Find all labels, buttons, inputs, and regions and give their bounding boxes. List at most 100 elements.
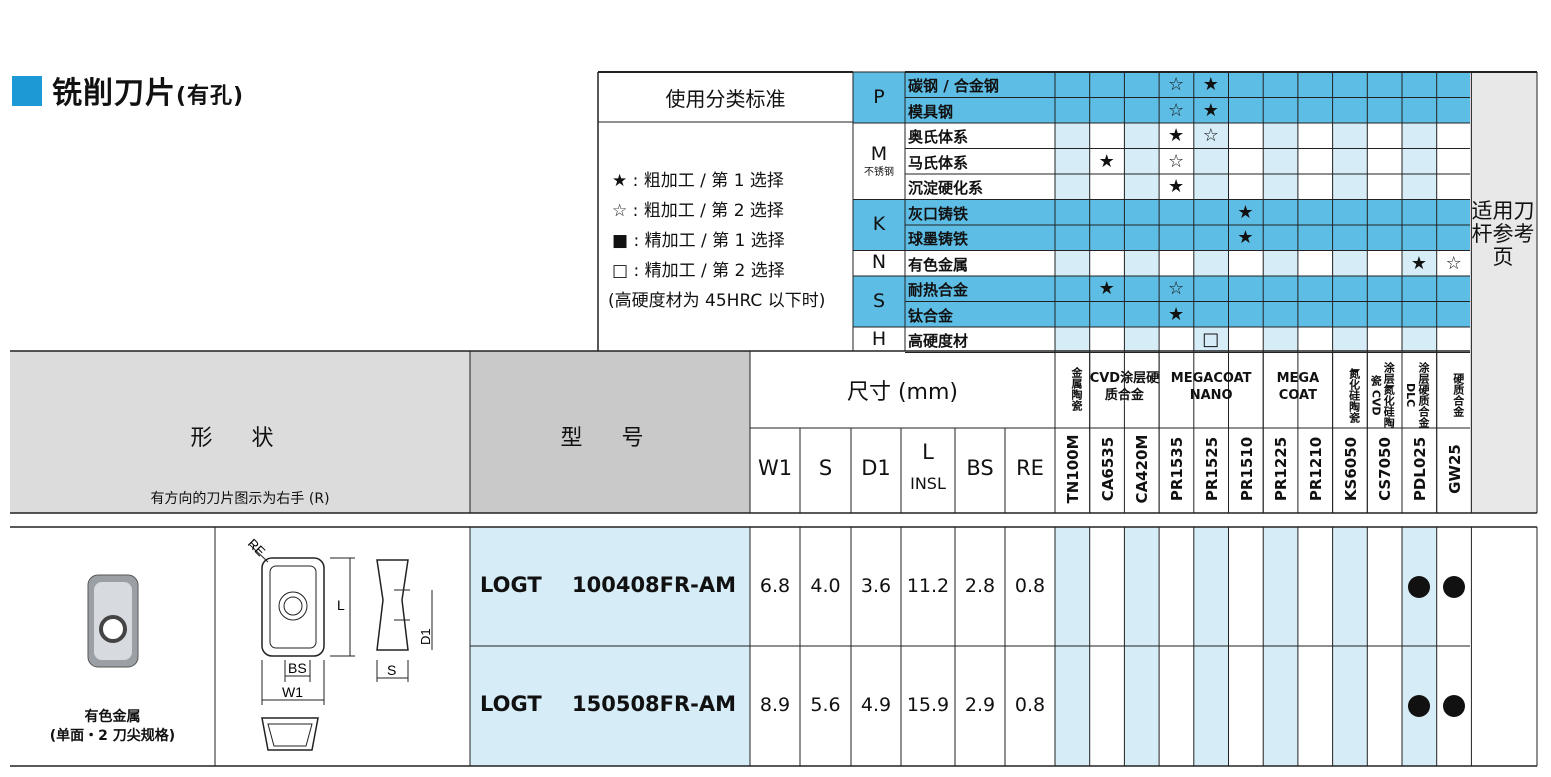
grade-mark: ★ [1410, 252, 1428, 274]
material-name: 奥氏体系 [908, 128, 969, 146]
available-dot [1408, 575, 1430, 598]
iso-class-code: S [872, 289, 886, 312]
dim-value: 11.2 [906, 574, 950, 597]
grade-mark: ☆ [1168, 99, 1185, 121]
dim-col-header: BS [966, 456, 994, 480]
dim-col-header: W1 [757, 456, 793, 480]
dim-value: 5.6 [810, 693, 841, 716]
grade-group-label: 涂层氮化硅陶瓷 CVD [1369, 362, 1396, 428]
iso-class-code: H [871, 327, 887, 350]
legend-line: ■ : 精加工 / 第 1 选择 [612, 231, 785, 251]
model-number: 150508FR-AM [572, 691, 737, 716]
grade-mark: ★ [1202, 99, 1219, 121]
l-label: L [337, 597, 345, 613]
grade-mark: ★ [1237, 227, 1254, 248]
shape-caption: 有色金属 (单面・2 刀尖规格) [10, 708, 215, 746]
grade-code: CA6535 [1098, 436, 1117, 502]
s-label: S [387, 662, 396, 678]
grade-mark: ☆ [1168, 150, 1185, 172]
grade-code: CA420M [1133, 434, 1152, 504]
usage-legend: ★ : 粗加工 / 第 1 选择 ☆ : 粗加工 / 第 2 选择 ■ : 精加… [598, 122, 853, 351]
grade-group-label: 金属陶瓷 [1070, 367, 1083, 411]
grade-mark: ☆ [1202, 125, 1219, 146]
grade-code: GW25 [1445, 444, 1464, 494]
dim-value: 0.8 [1014, 574, 1046, 597]
grade-group-label: MEGA COAT [1276, 371, 1320, 403]
insert-photo [87, 574, 139, 668]
dim-value: 3.6 [860, 574, 892, 597]
title-marker-square [12, 76, 42, 106]
shape-caption-line: 有色金属 [84, 709, 141, 725]
grade-mark: ☆ [1445, 252, 1462, 274]
dim-value: 4.0 [810, 574, 841, 597]
grade-mark: ★ [1168, 176, 1185, 197]
grade-mark: ★ [1098, 278, 1115, 299]
material-name: 球墨铸铁 [908, 230, 969, 248]
grade-mark: ★ [1098, 150, 1115, 172]
usage-standard-heading: 使用分类标准 [665, 86, 786, 111]
material-name: 耐热合金 [908, 281, 969, 299]
grade-mark: ☆ [1168, 74, 1185, 95]
w1-label: W1 [282, 684, 303, 700]
d1-label: D1 [418, 628, 433, 645]
dim-value: 15.9 [906, 693, 950, 716]
material-name: 高硬度材 [908, 332, 969, 350]
grade-mark: ☆ [1168, 278, 1185, 299]
shape-heading: 形 状 [190, 426, 290, 451]
grade-code: PR1525 [1202, 436, 1221, 502]
dim-value: 4.9 [860, 693, 892, 716]
grade-mark: ★ [1237, 201, 1254, 223]
grade-code: PDL025 [1411, 436, 1429, 502]
material-name: 灰口铸铁 [908, 204, 969, 223]
iso-class-code: N [871, 251, 887, 274]
dim-value: 6.8 [759, 574, 791, 597]
dimensions-heading: 尺寸 (mm) [846, 380, 959, 405]
grade-mark: □ [1202, 329, 1220, 350]
grade-mark: ★ [1168, 125, 1185, 146]
holder-reference-heading: 适用刀杆参考页 [1471, 199, 1535, 269]
grade-code: PR1225 [1272, 436, 1291, 502]
legend-line: (高硬度材为 45HRC 以下时) [608, 291, 826, 311]
page-title: 铣削刀片(有孔) [52, 76, 245, 111]
model-prefix: LOGT [480, 572, 542, 597]
grade-code: KS6050 [1341, 436, 1360, 502]
grade-code: PR1510 [1237, 436, 1256, 502]
dim-col-header: L [922, 440, 934, 464]
grade-group-label: 涂层硬质合金 DLC [1404, 362, 1430, 428]
material-name: 有色金属 [908, 255, 969, 274]
dim-value: 2.8 [964, 574, 996, 597]
dim-col-header: S [818, 456, 833, 480]
dim-col-header: D1 [861, 456, 891, 480]
model-number: 100408FR-AM [572, 572, 737, 597]
grade-group-label: 硬质合金 [1451, 373, 1465, 417]
re-label: RE [245, 536, 269, 560]
available-dot [1442, 694, 1465, 717]
dim-value: 2.9 [964, 693, 996, 716]
dim-value: 8.9 [759, 693, 791, 716]
shape-note: 有方向的刀片图示为右手 (R) [150, 491, 330, 507]
grade-code: TN100M [1064, 434, 1082, 504]
dim-col-sub: INSL [910, 474, 946, 493]
legend-line: □ : 精加工 / 第 2 选择 [612, 261, 785, 281]
grade-code: CS7050 [1376, 437, 1395, 501]
legend-line: ★ : 粗加工 / 第 1 选择 [612, 171, 784, 191]
material-name: 模具钢 [908, 102, 954, 121]
dim-value: 0.8 [1014, 693, 1046, 716]
available-dot [1442, 575, 1465, 598]
material-name: 钛合金 [908, 306, 954, 325]
insert-drawing: RE L BS W1 S D1 [87, 536, 433, 751]
grade-code: PR1210 [1306, 436, 1325, 502]
material-name: 碳钢 / 合金钢 [908, 77, 999, 95]
material-name: 马氏体系 [908, 153, 969, 172]
dim-col-header: RE [1016, 456, 1044, 480]
grade-mark: ★ [1168, 303, 1185, 325]
material-name: 沉淀硬化系 [908, 179, 984, 197]
grade-mark: ★ [1202, 74, 1219, 95]
shape-caption-line: (单面・2 刀尖规格) [49, 728, 176, 744]
grade-group-label: MEGACOAT NANO [1170, 371, 1252, 403]
iso-class-sub: 不锈钢 [864, 167, 894, 179]
bs-label: BS [288, 660, 307, 676]
grade-group-label: CVD涂层硬质合金 [1089, 371, 1160, 403]
iso-class-code: K [872, 213, 886, 235]
iso-class-code: P [873, 85, 885, 108]
